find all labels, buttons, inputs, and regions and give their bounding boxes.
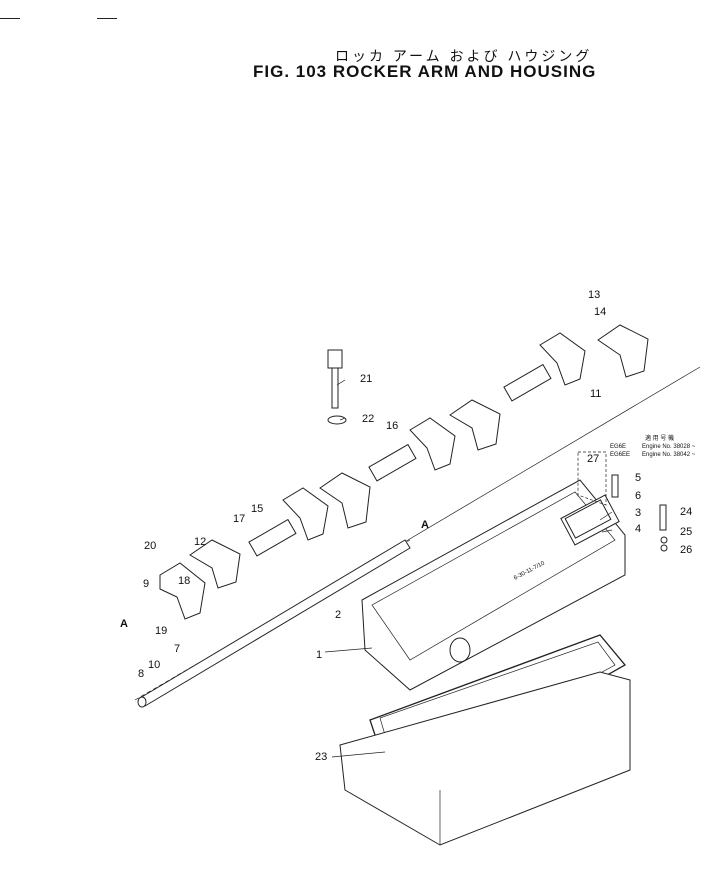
rocker-arm	[319, 472, 371, 529]
callout-19: 19	[155, 625, 167, 637]
callout-10: 10	[148, 659, 160, 671]
callout-15: 15	[251, 503, 263, 515]
rocker-arm	[189, 539, 241, 589]
callout-17: 17	[233, 513, 245, 525]
title-japanese: ロッカ アーム および ハウジング	[335, 48, 593, 64]
rocker-arm	[409, 417, 456, 471]
callout-12: 12	[194, 536, 206, 548]
view-mark-a-right: A	[421, 519, 429, 531]
applicability-heading: 適 用 号 機	[645, 434, 674, 442]
applicability-model-1: EG6E	[610, 444, 626, 450]
leader-lines	[324, 379, 613, 758]
callout-3: 3	[635, 507, 641, 519]
rocker-springs	[248, 363, 552, 557]
rocker-arm-assemblies	[159, 324, 649, 620]
cylinder-head	[339, 671, 631, 846]
callout-7: 7	[174, 643, 180, 655]
rocker-arm	[282, 487, 329, 541]
applicability-engine-2: Engine No. 38042 ~	[642, 452, 696, 458]
callout-9: 9	[143, 578, 149, 590]
callout-labels: 1 2 3 4 5 6 7 8 9 10 11 12 13 14 15 16 1…	[138, 289, 692, 763]
rocker-arm	[539, 332, 586, 386]
rocker-arm	[597, 324, 649, 378]
callout-2: 2	[335, 609, 341, 621]
callout-20: 20	[144, 540, 156, 552]
reference-box	[577, 451, 607, 506]
view-mark-a-left: A	[120, 618, 128, 630]
cover-plate	[564, 474, 668, 552]
callout-5: 5	[635, 472, 641, 484]
callout-8: 8	[138, 668, 144, 680]
callout-22: 22	[362, 413, 374, 425]
callout-24: 24	[680, 506, 692, 518]
applicability-model-2: EG6EE	[610, 452, 630, 458]
callout-14: 14	[594, 306, 606, 318]
rocker-arm	[449, 399, 501, 451]
rocker-arm	[159, 562, 206, 620]
callout-4: 4	[635, 523, 641, 535]
callout-1: 1	[316, 649, 322, 661]
callout-16: 16	[386, 420, 398, 432]
long-bolt	[327, 349, 347, 425]
callout-26: 26	[680, 544, 692, 556]
callout-18: 18	[178, 575, 190, 587]
figure-title: FIG. 103 ROCKER ARM AND HOUSING	[253, 62, 597, 81]
callout-11: 11	[590, 388, 601, 400]
corner-mark-right	[97, 18, 117, 19]
callout-27: 27	[587, 453, 599, 465]
callout-21: 21	[360, 373, 372, 385]
callout-25: 25	[680, 526, 692, 538]
callout-13: 13	[588, 289, 600, 301]
rocker-shaft	[137, 539, 411, 708]
applicability-engine-1: Engine No. 38028 ~	[642, 444, 696, 450]
callout-23: 23	[315, 751, 327, 763]
corner-mark-left	[0, 18, 20, 19]
callout-6: 6	[635, 490, 641, 502]
